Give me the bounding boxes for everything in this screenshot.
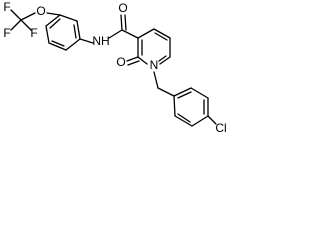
ring3-double-3 xyxy=(177,113,191,123)
bond-cf3-o xyxy=(20,12,36,21)
atom-cl: Cl xyxy=(215,121,226,135)
bond-amide-co-1 xyxy=(120,14,123,31)
bond-ring3-cl xyxy=(207,115,217,125)
bond-amide-co-2 xyxy=(124,14,127,31)
bond-ring1-nh xyxy=(79,38,94,44)
ring1-double-3 xyxy=(49,18,61,29)
ring3-bond-1 xyxy=(173,87,192,97)
ring2-bond-2 xyxy=(153,28,171,39)
ring2-bond-4 xyxy=(159,56,171,65)
bond-o-ring1 xyxy=(46,12,61,16)
bond-c-f2 xyxy=(10,19,22,31)
atom-o-ring-carbonyl: O xyxy=(116,55,125,69)
ring3-double-1 xyxy=(177,91,192,99)
atom-f-bottom-left: F xyxy=(3,26,10,40)
bond-ch2-ring3 xyxy=(157,87,175,97)
bond-ring-co-1 xyxy=(126,56,139,62)
atom-n-ring: N xyxy=(150,58,159,72)
ring1-double-2 xyxy=(51,40,65,47)
bond-n-ch2 xyxy=(153,71,159,89)
atom-labels: F F F O O NH O N Cl xyxy=(3,0,226,135)
atom-nh: NH xyxy=(92,34,109,48)
bonds xyxy=(10,9,217,127)
ring2-double-3 xyxy=(158,55,167,62)
atom-f-bottom-right: F xyxy=(30,26,37,40)
atom-f-top: F xyxy=(3,0,10,14)
ring1-bond-5 xyxy=(45,25,50,44)
ring1-bond-6 xyxy=(45,14,61,27)
ring1-double-1 xyxy=(73,24,77,39)
ring3-bond-2 xyxy=(190,87,209,99)
ring1-bond-3 xyxy=(65,38,81,51)
ring3-bond-6 xyxy=(173,95,176,117)
bond-c-f3 xyxy=(20,19,32,31)
ring2-double-2 xyxy=(154,32,168,41)
ring1-bond-1 xyxy=(59,14,78,22)
bond-c-f1 xyxy=(10,9,22,21)
ring1-bond-2 xyxy=(76,20,81,40)
ring3-bond-5 xyxy=(174,115,193,127)
atom-o-amide: O xyxy=(118,1,127,15)
ring3-bond-4 xyxy=(191,115,209,127)
bond-nh-co xyxy=(108,29,123,39)
bond-co-ring2 xyxy=(121,29,139,39)
bond-ring-co-2 xyxy=(127,60,140,66)
atom-o-ether: O xyxy=(36,4,45,18)
chemical-structure-diagram: F F F O O NH O N Cl xyxy=(3,0,226,135)
ring2-bond-1 xyxy=(137,28,155,39)
ring2-bond-5 xyxy=(137,56,148,65)
ring1-bond-4 xyxy=(48,42,67,51)
